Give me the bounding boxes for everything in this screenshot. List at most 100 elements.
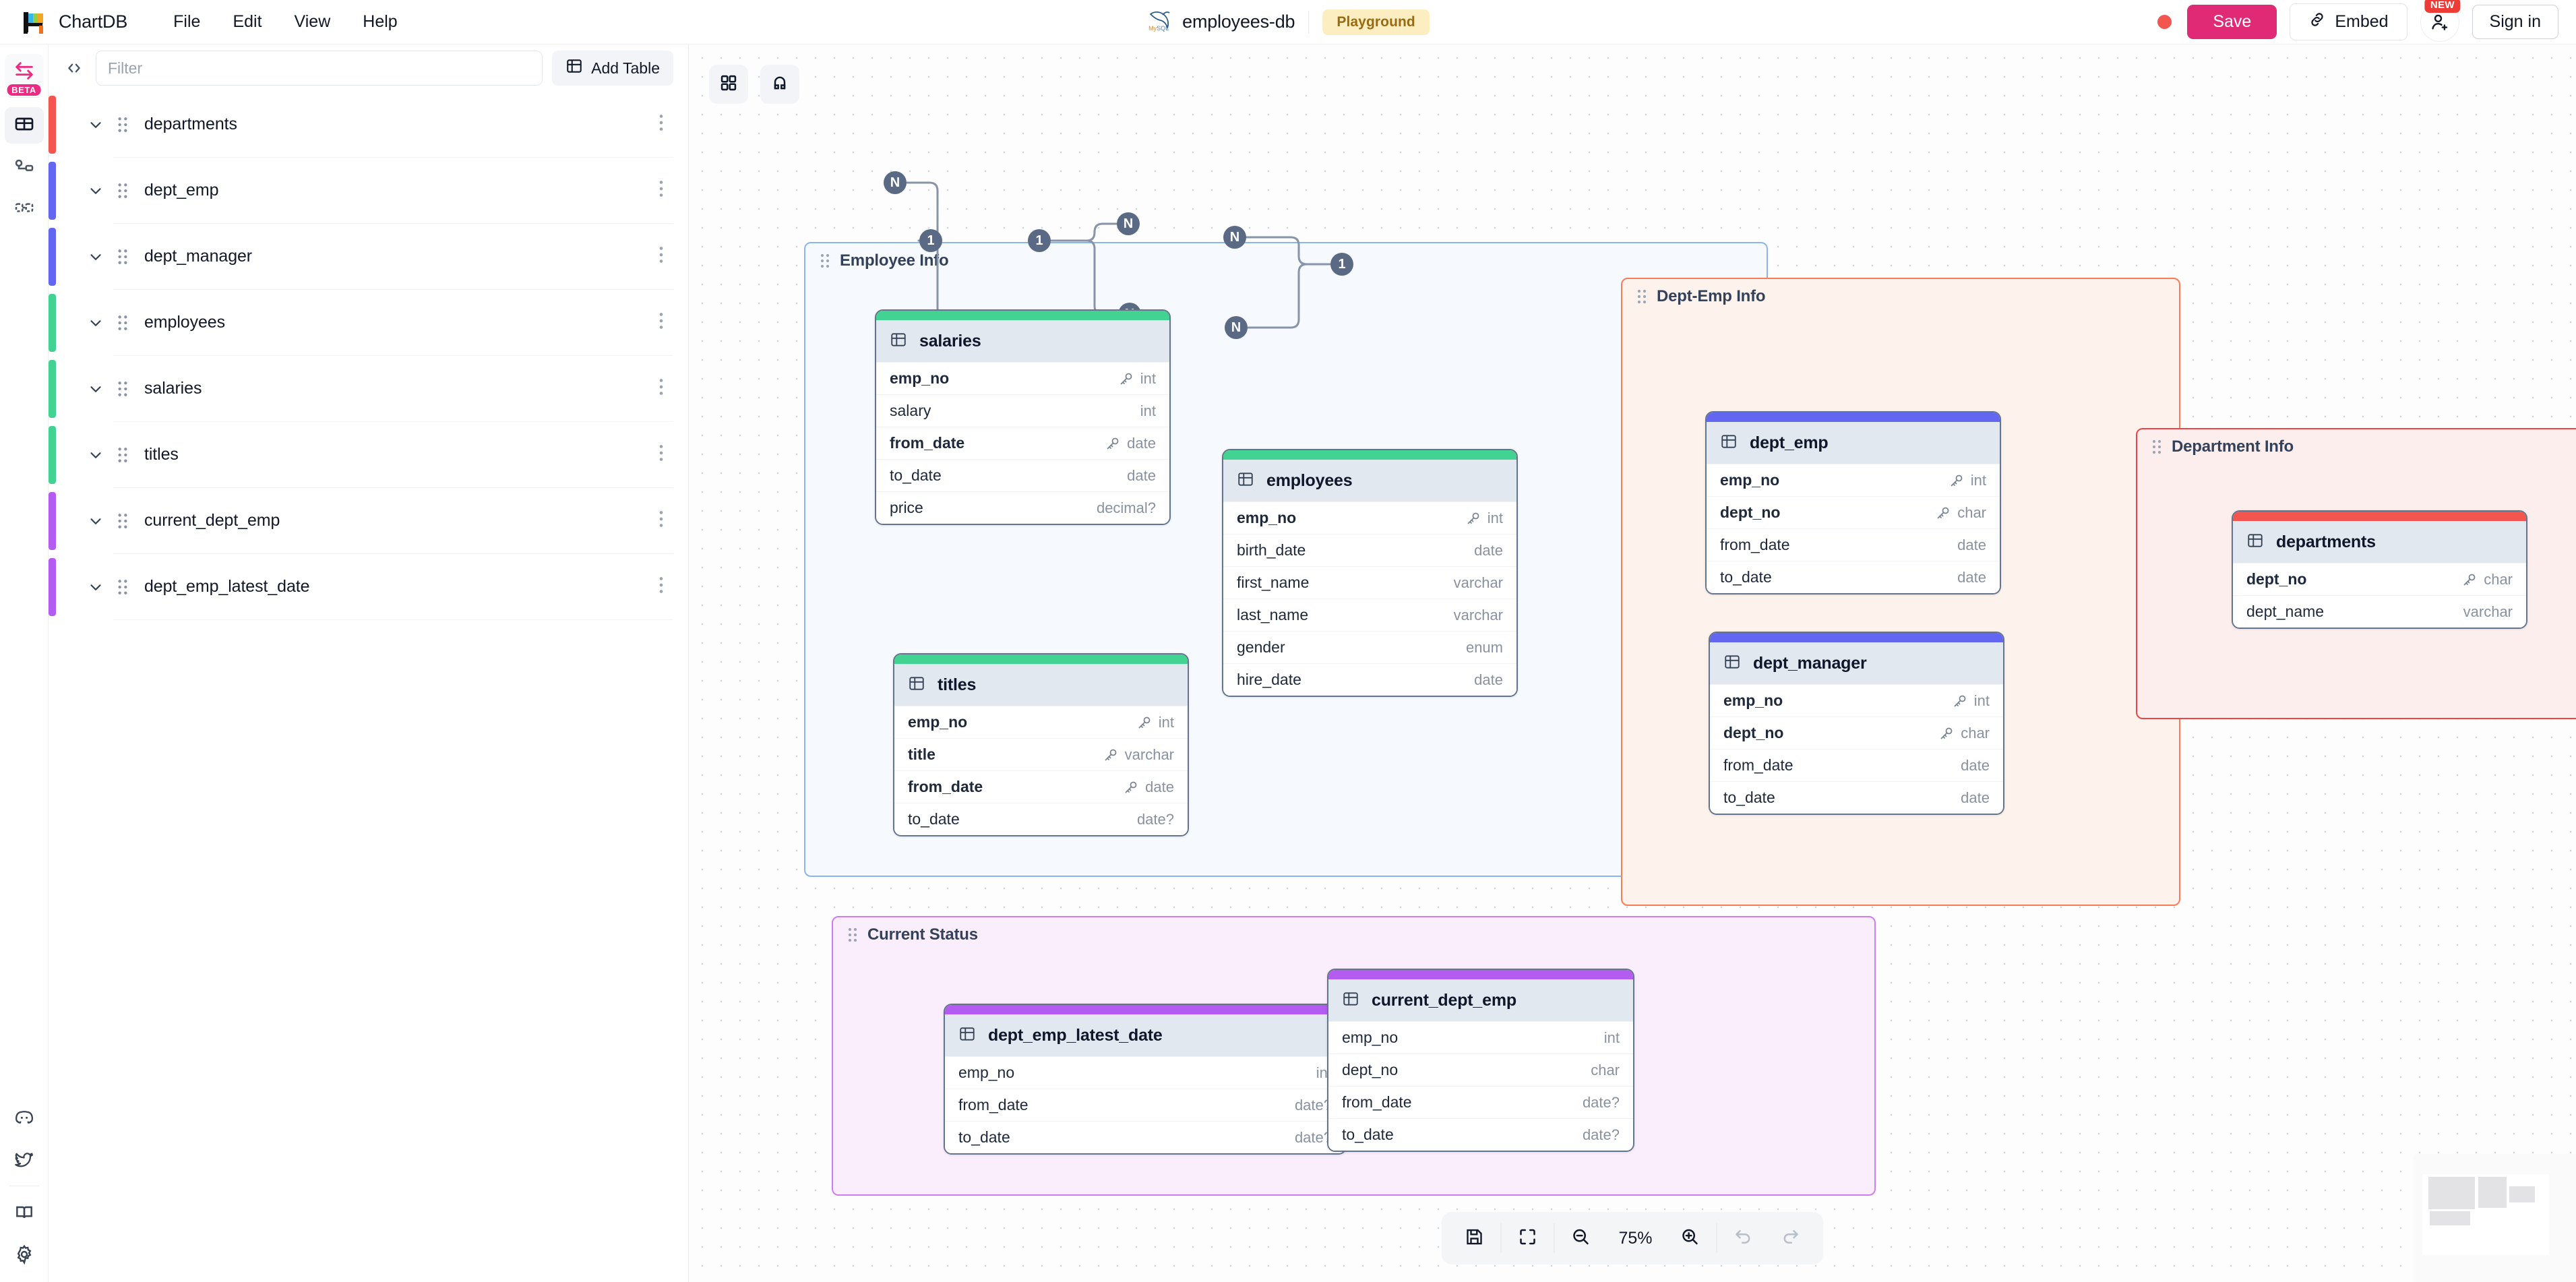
grid-toggle-button[interactable] bbox=[709, 65, 748, 104]
drag-grip-icon[interactable] bbox=[847, 927, 859, 943]
table-list-item-salaries[interactable]: salaries bbox=[49, 356, 673, 422]
drag-grip-icon[interactable] bbox=[2151, 439, 2163, 455]
node-header[interactable]: dept_emp bbox=[1707, 422, 2000, 464]
sidebar-item-ai-magic[interactable]: BETA bbox=[4, 54, 44, 96]
save-diagram-button[interactable] bbox=[1451, 1218, 1498, 1258]
node-header[interactable]: current_dept_emp bbox=[1328, 979, 1633, 1021]
table-list-item-current_dept_emp[interactable]: current_dept_emp bbox=[49, 488, 673, 554]
sidebar-item-settings[interactable] bbox=[5, 1238, 44, 1274]
add-table-button[interactable]: Add Table bbox=[552, 51, 673, 86]
expand-chevron-down-icon[interactable] bbox=[82, 116, 109, 133]
table-list-item-dept_emp_latest_date[interactable]: dept_emp_latest_date bbox=[49, 554, 673, 620]
table-more-options-icon[interactable] bbox=[654, 311, 673, 334]
embed-button[interactable]: Embed bbox=[2290, 3, 2408, 40]
sidebar-item-relationships[interactable] bbox=[5, 149, 44, 185]
drag-grip-icon[interactable] bbox=[819, 253, 831, 269]
menu-view[interactable]: View bbox=[294, 12, 331, 31]
zoom-out-button[interactable] bbox=[1558, 1218, 1605, 1258]
expand-chevron-down-icon[interactable] bbox=[82, 446, 109, 464]
node-header[interactable]: salaries bbox=[876, 320, 1169, 362]
expand-chevron-down-icon[interactable] bbox=[82, 380, 109, 398]
node-header[interactable]: dept_manager bbox=[1710, 642, 2003, 684]
add-user-button[interactable]: NEW bbox=[2420, 0, 2461, 42]
drag-grip-icon[interactable] bbox=[1636, 288, 1648, 305]
drag-grip-icon[interactable] bbox=[111, 314, 135, 332]
table-more-options-icon[interactable] bbox=[654, 113, 673, 136]
collapse-panel-icon[interactable] bbox=[62, 56, 86, 80]
drag-grip-icon[interactable] bbox=[111, 446, 135, 464]
table-list-item-dept_emp[interactable]: dept_emp bbox=[49, 158, 673, 224]
drag-grip-icon[interactable] bbox=[111, 512, 135, 530]
expand-chevron-down-icon[interactable] bbox=[82, 512, 109, 530]
fit-to-screen-button[interactable] bbox=[1504, 1218, 1552, 1258]
node-header[interactable]: employees bbox=[1223, 460, 1516, 501]
expand-chevron-down-icon[interactable] bbox=[82, 314, 109, 332]
sidebar-item-twitter[interactable] bbox=[5, 1142, 44, 1179]
node-header[interactable]: departments bbox=[2233, 521, 2526, 563]
table-more-options-icon[interactable] bbox=[654, 443, 673, 466]
node-header[interactable]: titles bbox=[894, 664, 1188, 706]
sign-in-button[interactable]: Sign in bbox=[2472, 5, 2558, 39]
zoom-level-label[interactable]: 75% bbox=[1618, 1228, 1653, 1248]
table-list-item-titles[interactable]: titles bbox=[49, 422, 673, 488]
expand-chevron-down-icon[interactable] bbox=[82, 182, 109, 200]
menu-help[interactable]: Help bbox=[363, 12, 398, 31]
menu-file[interactable]: File bbox=[173, 12, 201, 31]
sidebar-item-dependencies[interactable] bbox=[5, 191, 44, 227]
menu-edit[interactable]: Edit bbox=[233, 12, 262, 31]
sidebar-item-discord[interactable] bbox=[5, 1101, 44, 1137]
minimap[interactable] bbox=[2413, 1154, 2576, 1282]
table-more-options-icon[interactable] bbox=[654, 245, 673, 268]
redo-button[interactable] bbox=[1767, 1218, 1814, 1258]
drag-grip-icon[interactable] bbox=[111, 248, 135, 266]
drag-grip-icon[interactable] bbox=[111, 182, 135, 200]
drag-grip-icon[interactable] bbox=[111, 578, 135, 596]
filter-input[interactable] bbox=[96, 51, 543, 86]
table-more-options-icon[interactable] bbox=[654, 377, 673, 400]
sidebar-item-docs[interactable] bbox=[5, 1196, 44, 1232]
sidebar-item-tables[interactable] bbox=[4, 107, 44, 144]
undo-button[interactable] bbox=[1720, 1218, 1767, 1258]
table-more-options-icon[interactable] bbox=[654, 575, 673, 599]
table-list-item-dept_manager[interactable]: dept_manager bbox=[49, 224, 673, 290]
table-more-options-icon[interactable] bbox=[654, 179, 673, 202]
drag-grip-icon[interactable] bbox=[111, 116, 135, 133]
expand-chevron-down-icon[interactable] bbox=[82, 248, 109, 266]
table-more-options-icon[interactable] bbox=[654, 509, 673, 532]
